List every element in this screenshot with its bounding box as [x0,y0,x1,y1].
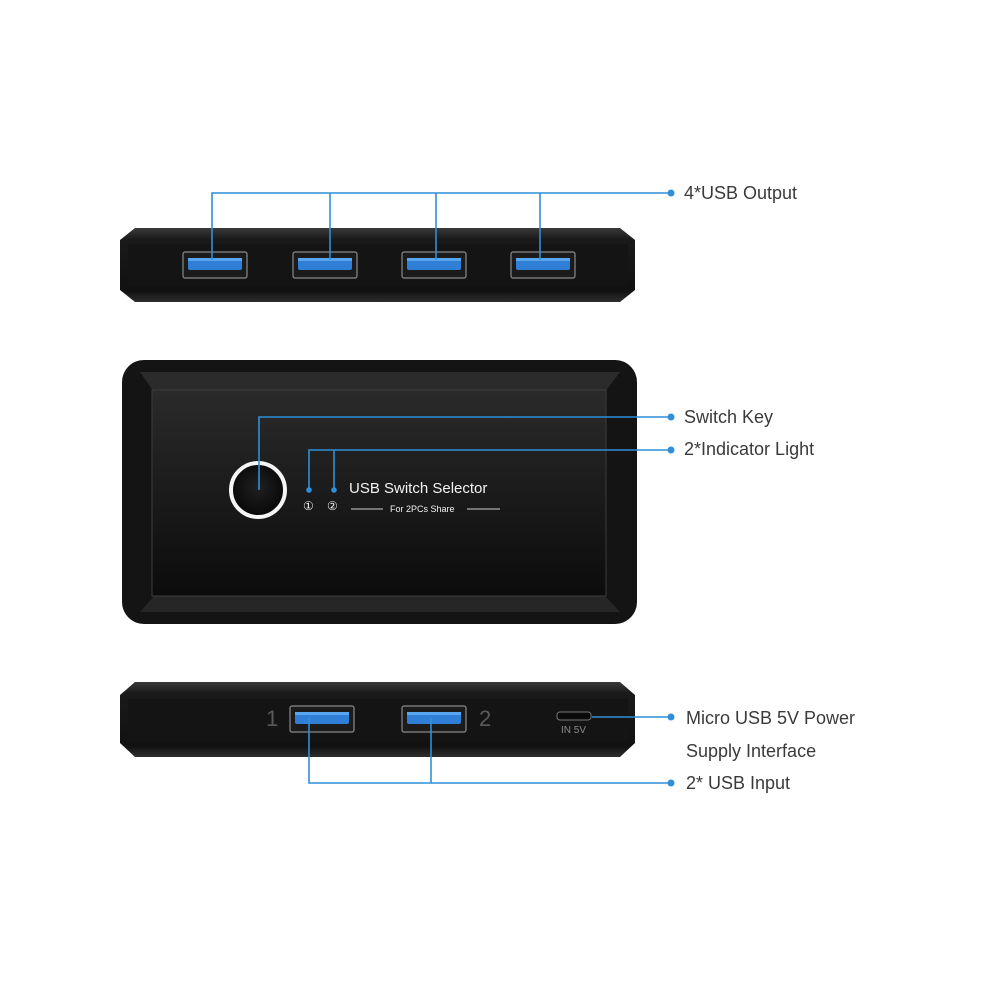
leader-switch-key [258,413,675,490]
port-2-number: 2 [479,706,491,731]
power-port-label: IN 5V [561,725,586,736]
label-usb-output: 4*USB Output [684,183,797,203]
usb-output-port-3 [401,251,467,279]
indicator-lights: ① ② [303,499,338,513]
label-usb-input: 2* USB Input [686,773,790,793]
port-1-number: 1 [266,706,278,731]
faceplate [151,389,607,597]
usb-output-port-4 [510,251,576,279]
leader-power [592,713,675,721]
device-side-view-outputs [120,228,635,302]
switch-key-button [229,461,287,519]
usb-input-port-1 [289,705,355,733]
label-power-line2: Supply Interface [686,741,816,761]
usb-output-port-1 [182,251,248,279]
label-power-line1: Micro USB 5V Power [686,708,855,728]
device-side-view-inputs: 1 2 IN 5V [120,682,635,757]
device-top-view: ① ② USB Switch Selector For 2PCs Share [122,360,637,624]
usb-input-port-2 [401,705,467,733]
leader-usb-input [308,718,675,787]
indicator-2-label: ② [327,499,338,513]
faceplate-subtitle: For 2PCs Share [390,504,455,514]
leader-usb-output [211,189,675,260]
usb-output-port-2 [292,251,358,279]
indicator-1-label: ① [303,499,314,513]
leader-indicator-light [306,446,675,493]
label-indicator-light: 2*Indicator Light [684,439,814,459]
micro-usb-power-port: IN 5V [556,711,592,736]
faceplate-title: USB Switch Selector [349,480,487,497]
label-switch-key: Switch Key [684,407,773,427]
